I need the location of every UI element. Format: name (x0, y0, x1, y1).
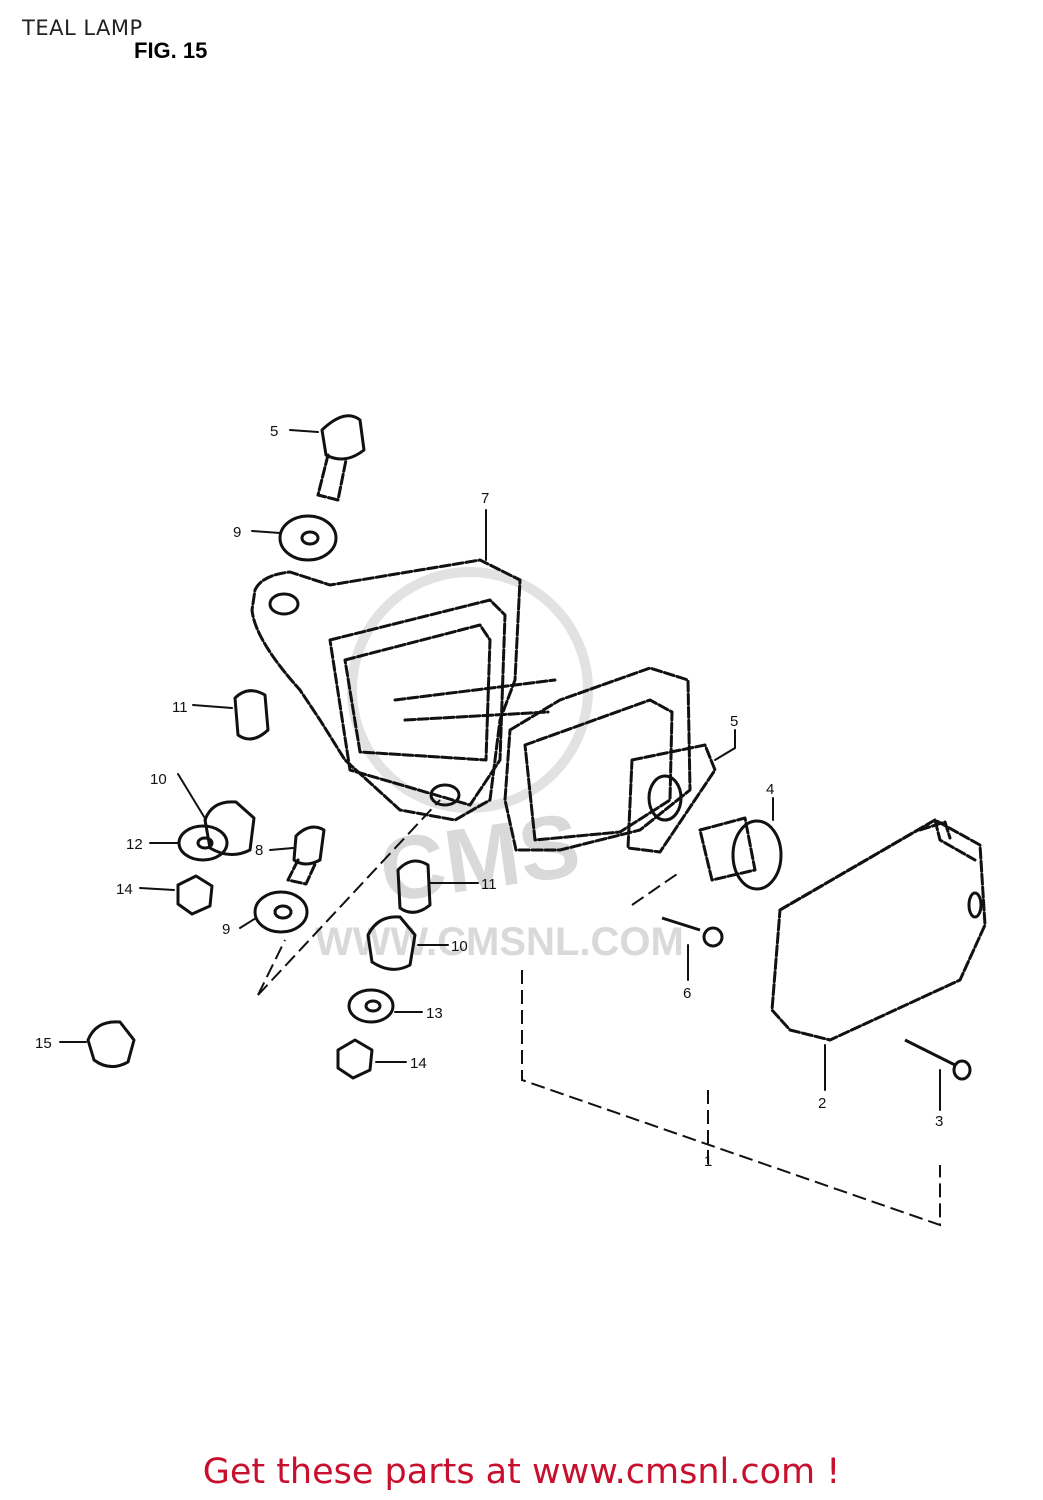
assembly-lines (257, 799, 941, 1227)
bolt-part-8 (286, 825, 326, 886)
housing-part (503, 666, 717, 854)
callout-11-left: 11 (172, 699, 188, 716)
lens-part-2 (770, 818, 987, 1042)
callout-13: 13 (426, 1005, 443, 1022)
grommet-part-10-right (366, 915, 417, 971)
nut-part-14-right (336, 1038, 374, 1080)
footer-link-text[interactable]: Get these parts at www.cmsnl.com ! (202, 1452, 841, 1492)
callout-leaders (59, 429, 941, 1111)
callout-9-top: 9 (233, 524, 241, 541)
spacer-part-11-left (233, 689, 270, 741)
callout-10-right: 10 (451, 938, 468, 955)
parts-diagram: CMS WWW.CMSNL.COM (35, 414, 987, 1227)
bracket-part-7 (250, 558, 557, 822)
bulb-part-4 (698, 816, 783, 891)
callout-5-bolt: 5 (270, 423, 278, 440)
callout-14-left: 14 (116, 881, 133, 898)
callout-12: 12 (126, 836, 143, 853)
callout-15: 15 (35, 1035, 52, 1052)
screw-part-3 (904, 1038, 972, 1081)
callout-8: 8 (255, 842, 263, 859)
figure-label: FIG. 15 (134, 38, 208, 63)
callout-14-right: 14 (410, 1055, 427, 1072)
screw-part-6 (661, 916, 724, 948)
cap-nut-part-15 (86, 1020, 136, 1068)
callout-6: 6 (683, 985, 691, 1002)
callout-9-bottom: 9 (222, 921, 230, 938)
spacer-part-11-right (396, 859, 432, 914)
callout-7: 7 (481, 490, 489, 507)
washer-part-12 (177, 824, 229, 862)
bolt-part-5 (316, 414, 366, 502)
callout-5-gasket: 5 (730, 713, 738, 730)
washer-part-9-top (278, 514, 338, 562)
washer-part-9-bottom (253, 890, 309, 934)
grommet-part-10-left (203, 800, 256, 856)
watermark-logo: CMS (374, 795, 586, 922)
watermark-url: WWW.CMSNL.COM (315, 920, 684, 964)
callout-4: 4 (766, 781, 774, 798)
callout-10-left: 10 (150, 771, 167, 788)
washer-part-13 (347, 988, 395, 1024)
callout-11-right: 11 (481, 876, 497, 893)
page-title: TEAL LAMP (22, 16, 143, 40)
callout-1: 1 (704, 1153, 712, 1170)
callout-3: 3 (935, 1113, 943, 1130)
callout-2: 2 (818, 1095, 826, 1112)
nut-part-14-left (176, 874, 214, 916)
